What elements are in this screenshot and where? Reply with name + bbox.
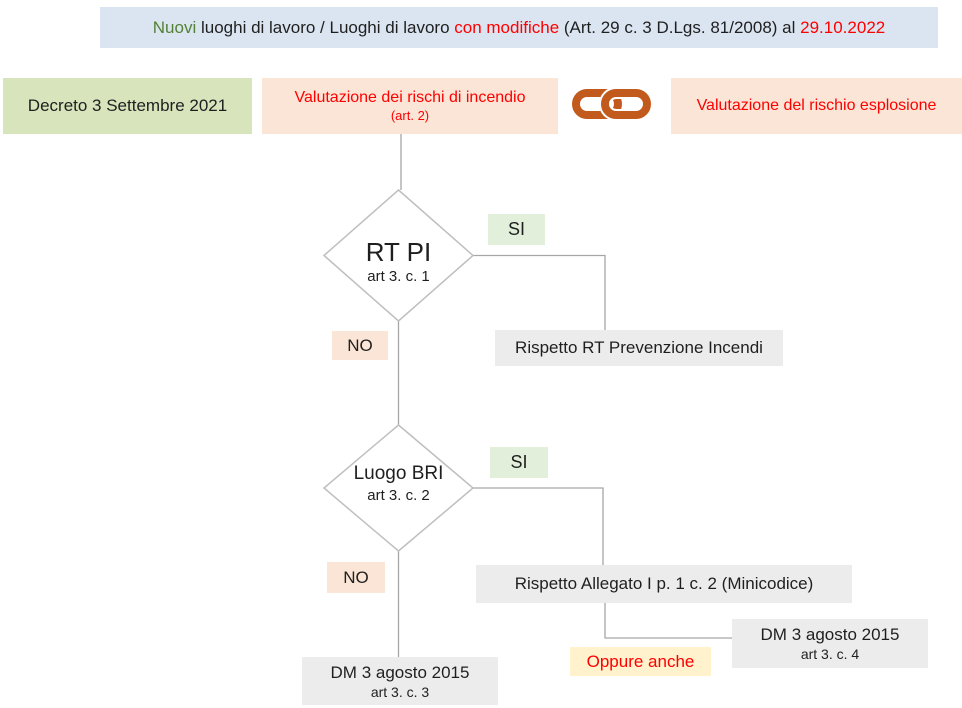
chain-link-icon bbox=[572, 87, 651, 121]
diamond-rt-pi-subtitle: art 3. c. 1 bbox=[367, 268, 430, 285]
connector-diamond1-si bbox=[473, 254, 606, 330]
valutazione-incendio-line2: (art. 2) bbox=[390, 108, 430, 123]
dm-c4-line1: DM 3 agosto 2015 bbox=[760, 625, 900, 644]
rispetto-rt-label: Rispetto RT Prevenzione Incendi bbox=[515, 338, 763, 357]
title-part-nuovi: Nuovi bbox=[152, 17, 197, 37]
minicodice-label: Rispetto Allegato I p. 1 c. 2 (Minicodic… bbox=[514, 574, 814, 593]
diamond-luogo-bri-subtitle: art 3. c. 2 bbox=[367, 487, 430, 504]
title-banner: Nuovi luoghi di lavoro / Luoghi di lavor… bbox=[100, 7, 938, 48]
label-no-2: NO bbox=[327, 562, 385, 593]
dm-c3-line2: art 3. c. 3 bbox=[370, 683, 430, 700]
decreto-label: Decreto 3 Settembre 2021 bbox=[27, 96, 228, 115]
si-2-text: SI bbox=[510, 452, 528, 472]
title-part-mid: luoghi di lavoro / Luoghi di lavoro bbox=[200, 17, 450, 37]
box-minicodice: Rispetto Allegato I p. 1 c. 2 (Minicodic… bbox=[476, 565, 852, 603]
box-valutazione-incendio: Valutazione dei rischi di incendio (art.… bbox=[262, 78, 558, 134]
box-decreto-2021: Decreto 3 Settembre 2021 bbox=[3, 78, 252, 134]
valutazione-esplosione-label: Valutazione del rischio esplosione bbox=[696, 97, 937, 114]
box-dm-agosto-c3: DM 3 agosto 2015 art 3. c. 3 bbox=[302, 657, 498, 705]
label-si-1: SI bbox=[488, 214, 545, 245]
box-rispetto-rt: Rispetto RT Prevenzione Incendi bbox=[495, 330, 783, 366]
diamond-rt-pi-shape bbox=[322, 189, 475, 322]
label-no-1: NO bbox=[332, 331, 388, 360]
box-dm-agosto-c4: DM 3 agosto 2015 art 3. c. 4 bbox=[732, 619, 928, 668]
box-oppure-anche: Oppure anche bbox=[570, 647, 711, 676]
diamond-luogo-bri-title: Luogo BRI bbox=[353, 463, 444, 484]
diamond-rt-pi-label: RT PI art 3. c. 1 bbox=[324, 237, 473, 286]
diamond-rt-pi-title: RT PI bbox=[365, 237, 432, 267]
label-si-2: SI bbox=[490, 447, 548, 478]
title-part-modifiche: con modifiche bbox=[454, 17, 560, 37]
si-1-text: SI bbox=[507, 219, 525, 239]
box-valutazione-esplosione: Valutazione del rischio esplosione bbox=[671, 78, 962, 134]
no-2-text: NO bbox=[343, 567, 369, 587]
title-part-art: (Art. 29 c. 3 D.Lgs. 81/2008) al bbox=[563, 17, 796, 37]
no-1-text: NO bbox=[347, 335, 373, 355]
diamond-luogo-bri-label: Luogo BRI art 3. c. 2 bbox=[324, 462, 473, 505]
connector-diamond2-si bbox=[473, 487, 604, 565]
connector-minicodice-to-dm-c4 bbox=[604, 603, 732, 639]
valutazione-incendio-line1: Valutazione dei rischi di incendio bbox=[294, 89, 526, 106]
title-part-date: 29.10.2022 bbox=[800, 17, 886, 37]
oppure-anche-label: Oppure anche bbox=[586, 651, 695, 671]
dm-c3-line1: DM 3 agosto 2015 bbox=[330, 662, 470, 682]
dm-c4-line2: art 3. c. 4 bbox=[800, 646, 860, 662]
diamond-luogo-bri-shape bbox=[322, 424, 475, 552]
